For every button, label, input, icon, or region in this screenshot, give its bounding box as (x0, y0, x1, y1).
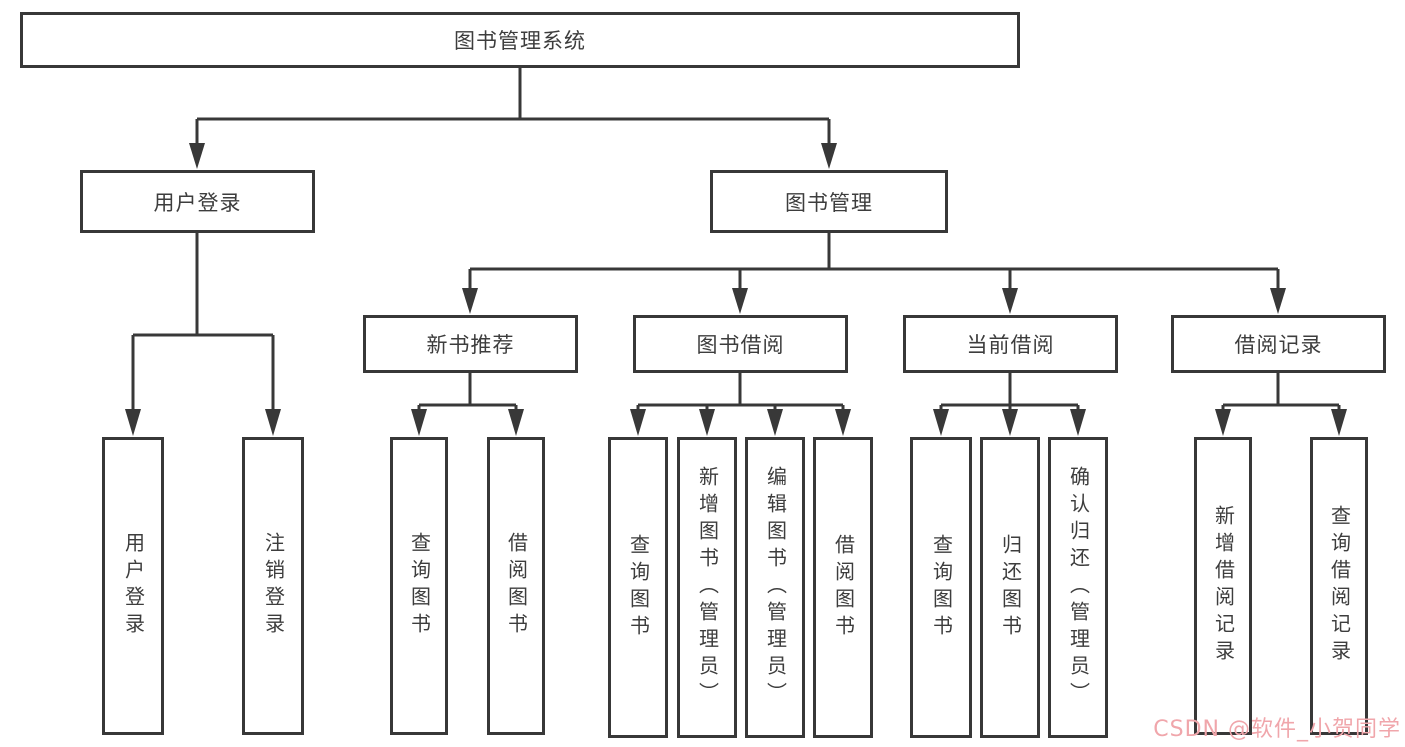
leaf-confirm-return-admin: 确认归还（管理员） (1048, 437, 1108, 738)
node-label: 用户登录 (153, 190, 242, 215)
node-label: 查询图书 (626, 533, 651, 642)
node-label: 图书管理 (785, 190, 873, 215)
node-label: 借阅记录 (1234, 333, 1323, 357)
leaf-return-books: 归还图书 (980, 437, 1040, 738)
node-label: 新增图书（管理员） (695, 466, 720, 709)
node-label: 图书管理系统 (454, 29, 586, 53)
leaf-query-books: 查询图书 (910, 437, 972, 738)
arrow-down-icon (1331, 409, 1347, 436)
arrow-down-icon (732, 288, 748, 314)
arrow-down-icon (1215, 409, 1231, 436)
node-current-borrow: 当前借阅 (903, 315, 1118, 373)
leaf-query-books: 查询图书 (390, 437, 448, 735)
node-label: 当前借阅 (966, 333, 1055, 357)
node-label: 编辑图书（管理员） (763, 466, 788, 709)
arrow-down-icon (630, 409, 646, 436)
node-label: 图书借阅 (696, 333, 785, 357)
leaf-query-books: 查询图书 (608, 437, 668, 738)
leaf-query-borrow-record: 查询借阅记录 (1310, 437, 1368, 735)
node-label: 查询图书 (407, 532, 432, 640)
arrow-down-icon (821, 143, 837, 169)
leaf-borrow-books: 借阅图书 (813, 437, 873, 738)
node-label: 新增借阅记录 (1211, 505, 1236, 667)
arrow-down-icon (411, 409, 427, 436)
arrow-down-icon (508, 409, 524, 436)
arrow-down-icon (1070, 409, 1086, 436)
node-new-book-recommend: 新书推荐 (363, 315, 578, 373)
node-label: 借阅图书 (504, 532, 529, 640)
node-label: 借阅图书 (831, 533, 856, 642)
leaf-user-login: 用户登录 (102, 437, 164, 735)
arrow-down-icon (189, 143, 205, 169)
node-root-system: 图书管理系统 (20, 12, 1020, 68)
node-label: 归还图书 (998, 533, 1023, 642)
leaf-add-books-admin: 新增图书（管理员） (677, 437, 737, 738)
arrow-down-icon (835, 409, 851, 436)
arrow-down-icon (933, 409, 949, 436)
leaf-add-borrow-record: 新增借阅记录 (1194, 437, 1252, 735)
node-label: 确认归还（管理员） (1066, 466, 1091, 709)
leaf-logout: 注销登录 (242, 437, 304, 735)
arrow-down-icon (462, 288, 478, 314)
node-label: 注销登录 (261, 532, 286, 640)
node-label: 查询图书 (929, 533, 954, 642)
node-label: 查询借阅记录 (1327, 505, 1352, 667)
node-book-borrow: 图书借阅 (633, 315, 848, 373)
arrow-down-icon (125, 409, 141, 436)
arrow-down-icon (1270, 288, 1286, 314)
arrow-down-icon (265, 409, 281, 436)
node-label: 新书推荐 (426, 333, 515, 357)
arrow-down-icon (767, 409, 783, 436)
leaf-edit-books-admin: 编辑图书（管理员） (745, 437, 805, 738)
node-borrow-record: 借阅记录 (1171, 315, 1386, 373)
arrow-down-icon (699, 409, 715, 436)
node-user-login: 用户登录 (80, 170, 315, 233)
node-book-management: 图书管理 (710, 170, 948, 233)
leaf-borrow-books: 借阅图书 (487, 437, 545, 735)
arrow-down-icon (1002, 288, 1018, 314)
arrow-down-icon (1002, 409, 1018, 436)
node-label: 用户登录 (121, 532, 146, 640)
